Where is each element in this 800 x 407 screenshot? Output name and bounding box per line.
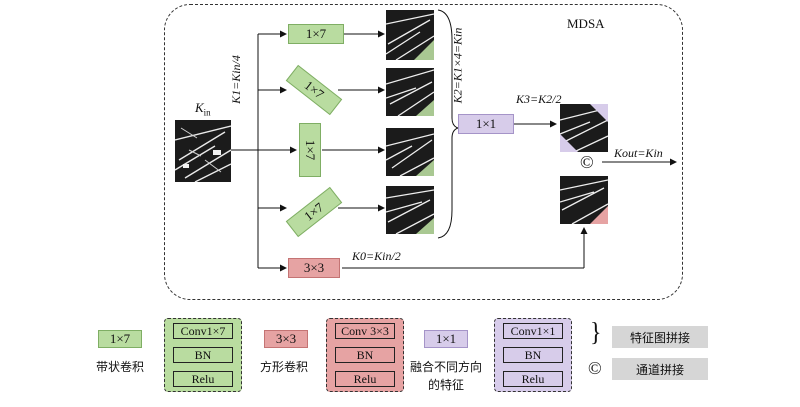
legend-fusion-caption-2: 的特征 [428, 378, 465, 392]
square-conv-label: 3×3 [303, 260, 325, 275]
k1-label: K1=Kin/4 [228, 55, 243, 104]
legend-square-swatch: 3×3 [264, 330, 308, 348]
feature-map-diagonal-down [386, 68, 434, 116]
input-feature-map [175, 120, 231, 182]
k2-label: K2=K1×4=Kin [450, 27, 465, 104]
legend-fusion-relu: Relu [503, 371, 563, 387]
legend-fusion-swatch: 1×1 [424, 330, 468, 348]
legend-fusion-caption-1: 融合不同方向 [410, 360, 483, 374]
legend-strip-relu: Relu [173, 371, 233, 387]
legend-square-bn: BN [335, 347, 395, 363]
legend-square-caption: 方形卷积 [260, 360, 309, 374]
feature-map-horizontal [386, 10, 434, 60]
square-feature-map [560, 176, 608, 224]
legend-strip-bn: BN [173, 347, 233, 363]
fused-feature-map [560, 104, 608, 152]
k3-label: K3=K2/2 [516, 92, 562, 106]
legend-fusion-group: Conv1×1 BN Relu [494, 318, 572, 392]
legend-strip-swatch: 1×7 [98, 330, 142, 348]
output-channel-label: Kout=Kin [614, 146, 663, 160]
strip-conv-horizontal: 1×7 [288, 24, 344, 44]
module-title: MDSA [567, 16, 605, 31]
legend-strip-caption: 带状卷积 [96, 360, 145, 374]
strip-conv-vertical-label: 1×7 [303, 139, 318, 161]
feature-map-vertical [386, 128, 434, 176]
pointwise-conv-box: 1×1 [458, 114, 514, 134]
feature-concat-icon: } [590, 318, 602, 348]
feature-concat-label-box: 特征图拼接 [612, 326, 708, 348]
strip-conv-horizontal-label: 1×7 [305, 26, 327, 41]
k0-label: K0=Kin/2 [352, 249, 401, 263]
channel-concat-label-box: 通道拼接 [612, 358, 708, 380]
legend-square-relu: Relu [335, 371, 395, 387]
legend-strip-group: Conv1×7 BN Relu [164, 318, 242, 392]
channel-concat-icon: © [580, 152, 594, 172]
input-channel-label: Kin [195, 100, 211, 118]
mdsa-module-boundary [164, 4, 683, 300]
legend-strip-conv: Conv1×7 [173, 323, 233, 339]
legend-fusion-conv: Conv1×1 [503, 323, 563, 339]
channel-concat-legend-icon: © [588, 358, 602, 378]
legend-square-group: Conv 3×3 BN Relu [326, 318, 404, 392]
legend-fusion-bn: BN [503, 347, 563, 363]
strip-conv-vertical: 1×7 [299, 123, 321, 177]
feature-map-diagonal-up [386, 186, 434, 234]
legend-square-conv: Conv 3×3 [335, 323, 395, 339]
square-conv-box: 3×3 [288, 258, 340, 278]
pointwise-conv-label: 1×1 [475, 116, 497, 131]
